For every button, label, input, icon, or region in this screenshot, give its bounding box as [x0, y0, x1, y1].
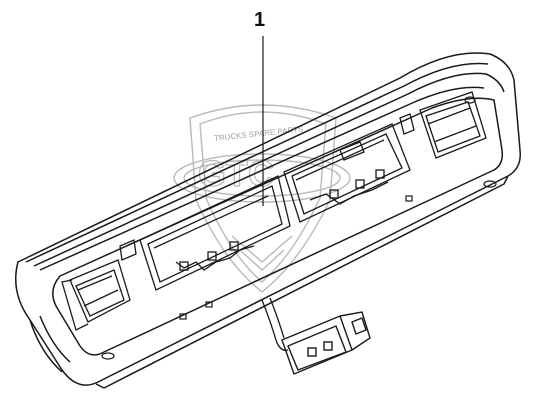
wire-harness: [261, 297, 289, 351]
center-left-bay: [119, 175, 291, 291]
right-socket: [399, 91, 487, 159]
center-right-bay: [283, 123, 411, 223]
connector-plug: [281, 311, 371, 375]
housing-outline: [15, 52, 521, 389]
mounting-holes: [101, 96, 497, 360]
callout-label-1: 1: [254, 9, 266, 31]
left-socket: [61, 259, 131, 331]
watermark-text: TRUCKS SPARE PARTS: [214, 125, 304, 143]
